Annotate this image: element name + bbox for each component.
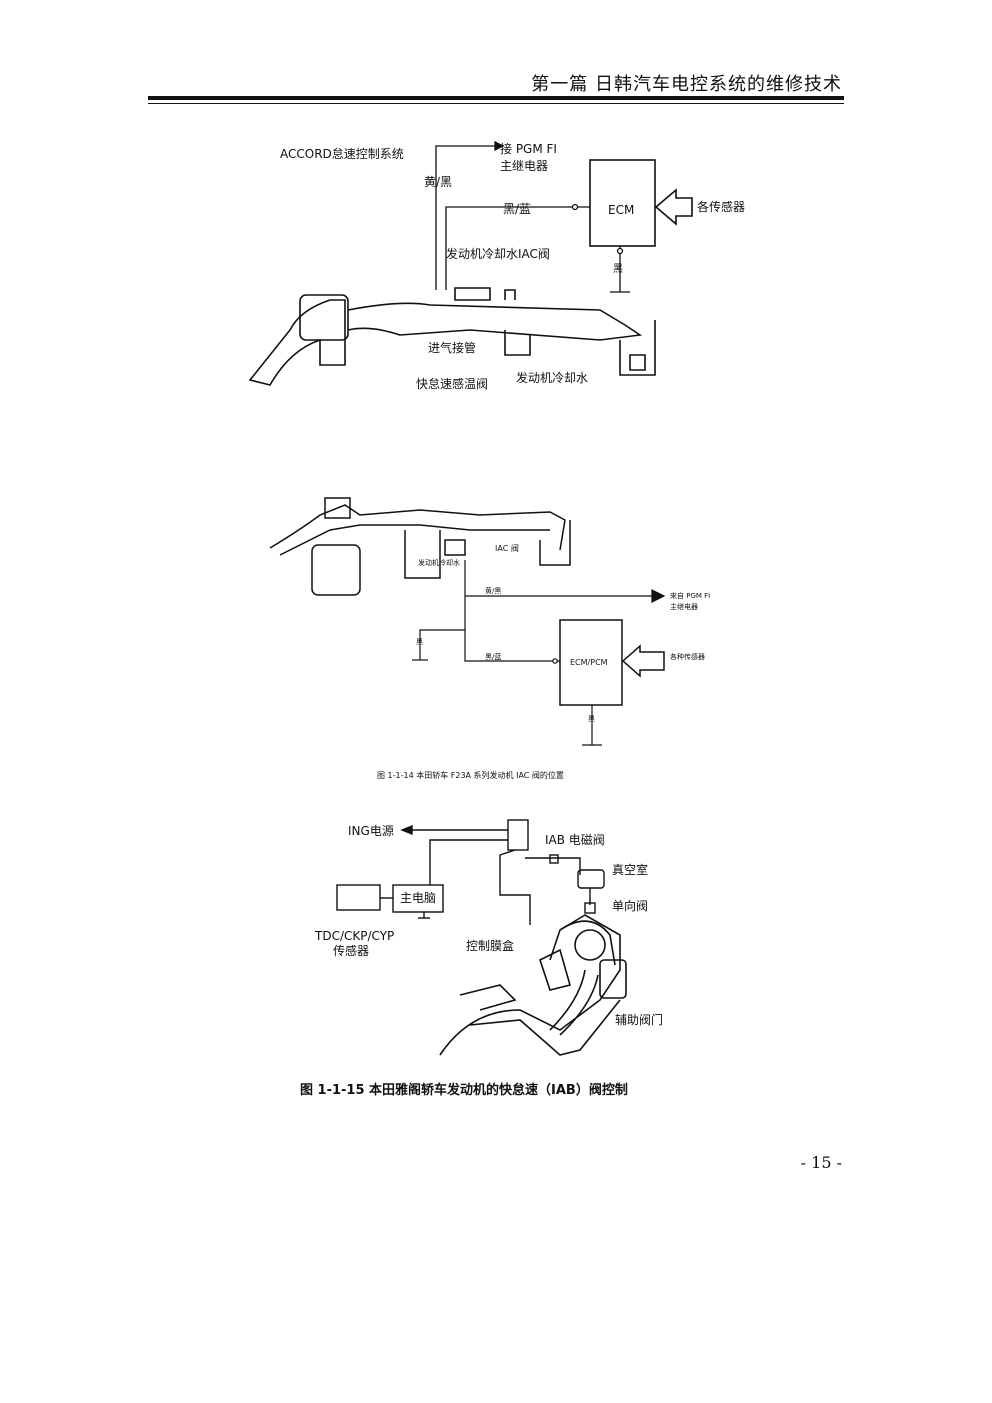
page-number: - 15 - xyxy=(800,1153,842,1172)
figure2-sensors: 各种传感器 xyxy=(670,652,705,661)
figure2-coolant: 发动机冷却水 xyxy=(418,558,460,567)
figure2-wiring xyxy=(412,560,666,746)
figure1-wire-yellow-black: 黄/黑 xyxy=(424,175,452,189)
figure2-labels: IAC 阀 发动机冷却水 来自 PGM FI 主继电器 黄/黑 黑 黑/蓝 EC… xyxy=(377,544,710,780)
figure1-relay-line2: 主继电器 xyxy=(500,159,548,173)
figure1-ecm: ECM xyxy=(608,203,634,217)
figure3-main-computer: 主电脑 xyxy=(400,891,436,905)
figure1-fast-idle-valve: 快怠速感温阀 xyxy=(416,376,488,391)
figure3-wiring xyxy=(336,819,605,925)
figure3-tdc-line1: TDC/CKP/CYP xyxy=(314,929,394,943)
figure1-wiring xyxy=(435,140,693,293)
header-rule xyxy=(148,96,844,100)
figure2-ground-black2: 黑 xyxy=(588,715,595,723)
figure1-system-title: ACCORD怠速控制系统 xyxy=(280,147,404,161)
figure1-iac-valve: 发动机冷却水IAC阀 xyxy=(446,246,550,261)
figure2-caption: 图 1-1-14 本田轿车 F23A 系列发动机 IAC 阀的位置 xyxy=(377,770,564,780)
figure1-labels: ACCORD怠速控制系统 接 PGM FI 主继电器 黄/黑 黑/蓝 ECM 各… xyxy=(280,141,745,391)
page-header-title: 第一篇 日韩汽车电控系统的维修技术 xyxy=(531,74,842,95)
figure2-iac: IAC 阀 xyxy=(495,544,519,553)
figure1-intake-pipe: 进气接管 xyxy=(428,340,476,355)
figure1-relay-line1: 接 PGM FI xyxy=(500,141,557,156)
figure1-sensors: 各传感器 xyxy=(697,199,745,214)
figure3-diaphragm: 控制膜盒 xyxy=(466,938,514,953)
figure2-wire-yellow-black: 黄/黑 xyxy=(485,586,501,595)
figure2-engine-drawing xyxy=(269,497,571,596)
figure3-check-valve: 单向阀 xyxy=(612,898,648,913)
figure1-engine-drawing xyxy=(248,287,656,386)
figure2-wire-black-blue: 黑/蓝 xyxy=(485,652,501,661)
figure3-labels: ING电源 IAB 电磁阀 真空室 主电脑 单向阀 TDC/CKP/CYP 传感… xyxy=(300,824,663,1098)
figure2-ecm-pcm: ECM/PCM xyxy=(570,658,608,667)
header-rule-thin xyxy=(148,103,844,104)
figure1-wire-black-blue: 黑/蓝 xyxy=(503,202,531,216)
figure3-tdc-line2: 传感器 xyxy=(333,943,369,958)
figure3-caption: 图 1-1-15 本田雅阁轿车发动机的快怠速（IAB）阀控制 xyxy=(300,1082,628,1098)
figure2-ground-black: 黑 xyxy=(416,638,423,646)
figure3-ing-power: ING电源 xyxy=(348,824,394,838)
figure3-iab-valve: IAB 电磁阀 xyxy=(545,832,605,847)
figure2-from-pgm-line2: 主继电器 xyxy=(670,602,698,611)
figure3-vacuum: 真空室 xyxy=(612,862,648,877)
figure3-engine-drawing xyxy=(439,914,627,1056)
figure1-ground-black: 黑 xyxy=(613,263,623,275)
figure2-from-pgm-line1: 来自 PGM FI xyxy=(670,591,710,600)
figure1-coolant: 发动机冷却水 xyxy=(516,370,588,385)
figure3-aux-valve: 辅助阀门 xyxy=(615,1012,663,1027)
